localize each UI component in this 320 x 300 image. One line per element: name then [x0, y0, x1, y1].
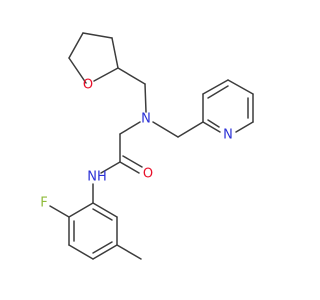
- bond: [152, 121, 179, 138]
- bond: [235, 121, 254, 133]
- bond: [92, 202, 118, 218]
- bond: [92, 208, 113, 221]
- amine-nitrogen-label: N: [141, 112, 151, 127]
- bond: [144, 83, 147, 113]
- bond: [202, 121, 221, 133]
- bond: [68, 202, 94, 218]
- bond: [116, 244, 142, 260]
- bond: [49, 205, 70, 218]
- bond: [92, 241, 113, 254]
- bond: [207, 119, 220, 128]
- atom-labels: O N N O NH F: [40, 78, 233, 211]
- bond: [92, 244, 118, 260]
- bond: [93, 67, 119, 82]
- fluorine-label: F: [40, 196, 47, 211]
- bond: [117, 67, 146, 85]
- bond: [111, 37, 119, 69]
- bond: [202, 79, 229, 95]
- ring-oxygen-label: O: [83, 78, 93, 93]
- bond-lines: [49, 32, 254, 260]
- pyridine-nitrogen-label: N: [223, 128, 233, 143]
- bond: [227, 79, 254, 95]
- carbonyl-oxygen-label: O: [143, 167, 153, 182]
- bond: [122, 155, 143, 168]
- molecule-structure: O N N O NH F: [40, 32, 254, 260]
- bond: [82, 32, 113, 39]
- amide-nh-label: NH: [87, 170, 107, 185]
- bond: [119, 161, 140, 174]
- bond: [68, 57, 87, 84]
- bond: [177, 121, 204, 138]
- bond: [68, 244, 94, 260]
- bond: [100, 161, 121, 174]
- bond: [119, 121, 141, 135]
- bond: [207, 85, 229, 99]
- bond: [68, 32, 84, 59]
